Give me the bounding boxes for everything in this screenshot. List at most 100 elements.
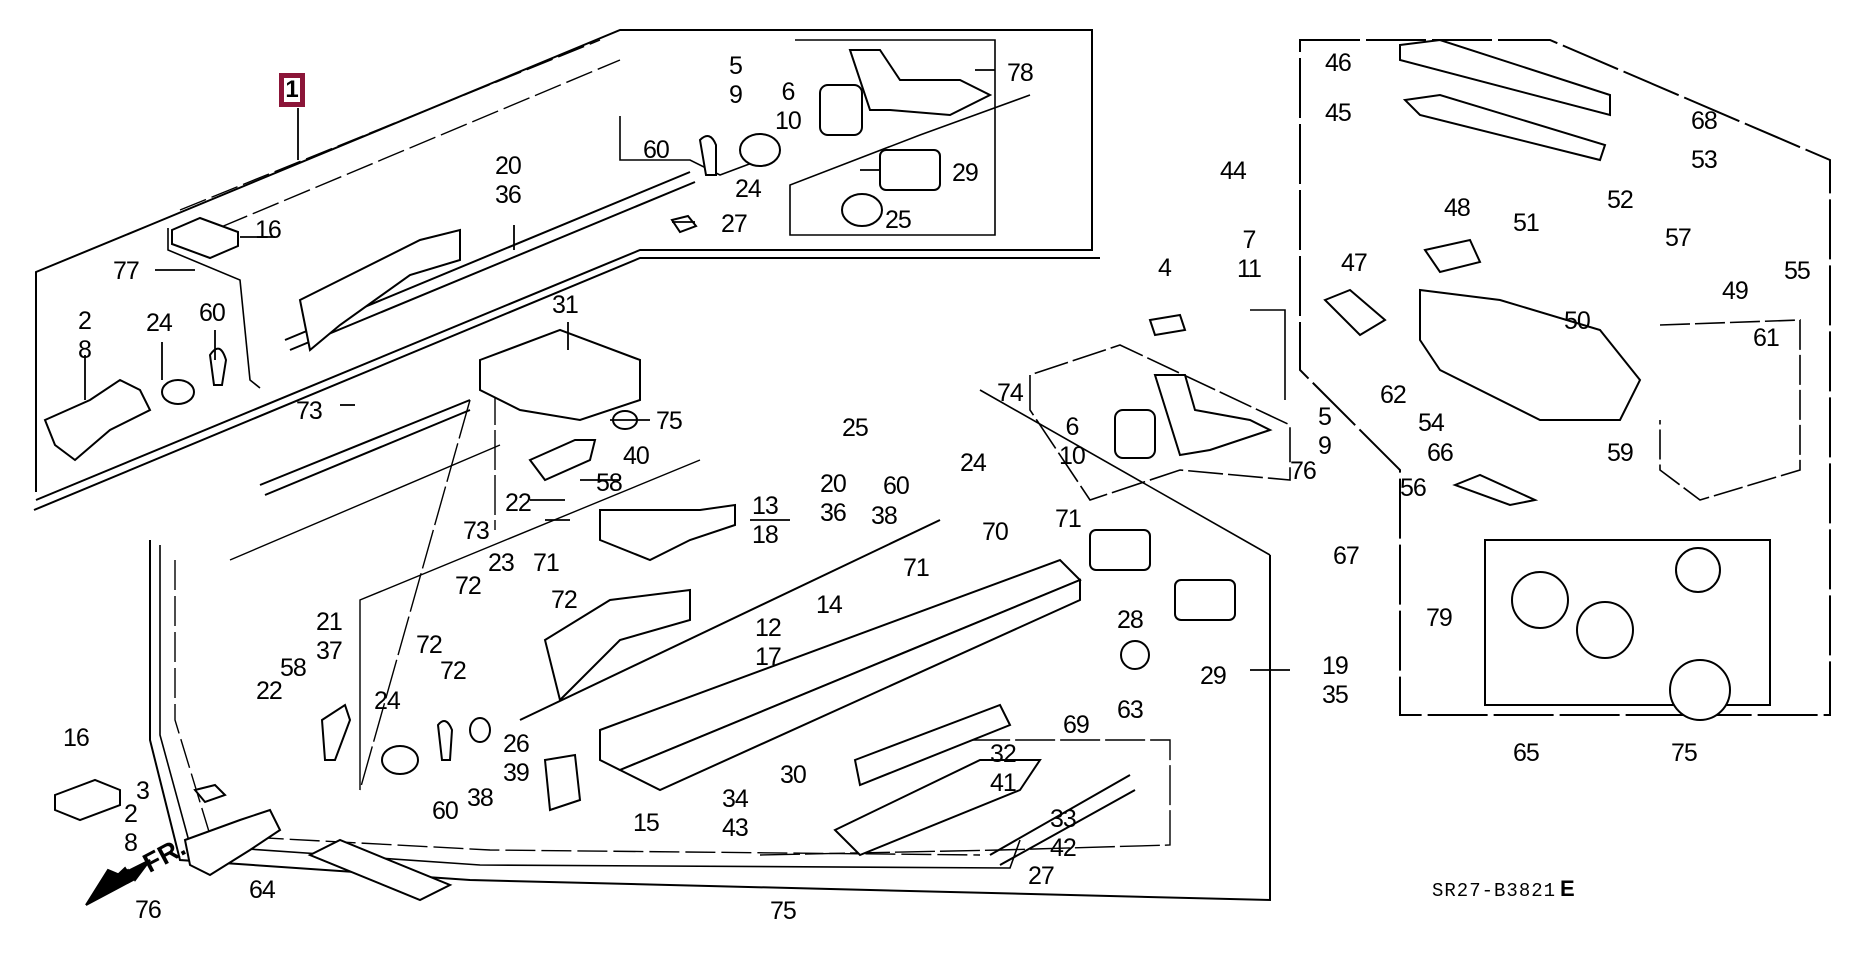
callout-9-center[interactable]: 9 xyxy=(1318,432,1332,460)
callout-27-lower[interactable]: 27 xyxy=(1028,862,1055,890)
callout-4[interactable]: 4 xyxy=(1158,254,1172,282)
callout-47[interactable]: 47 xyxy=(1341,249,1368,277)
callout-29-upper[interactable]: 29 xyxy=(952,159,979,187)
callout-25-center[interactable]: 25 xyxy=(842,414,869,442)
callout-40[interactable]: 40 xyxy=(623,442,650,470)
callout-79[interactable]: 79 xyxy=(1426,604,1453,632)
callout-12[interactable]: 12 xyxy=(755,614,782,642)
callout-11[interactable]: 11 xyxy=(1237,255,1262,283)
callout-62[interactable]: 62 xyxy=(1380,381,1407,409)
callout-70[interactable]: 70 xyxy=(982,518,1009,546)
callout-6-upper[interactable]: 6 xyxy=(781,78,795,106)
callout-55[interactable]: 55 xyxy=(1784,257,1811,285)
callout-65[interactable]: 65 xyxy=(1513,739,1540,767)
callout-35[interactable]: 35 xyxy=(1322,681,1349,709)
callout-28[interactable]: 28 xyxy=(1117,606,1144,634)
callout-24-upper[interactable]: 24 xyxy=(735,175,762,203)
callout-73-b[interactable]: 73 xyxy=(463,517,490,545)
callout-24-upper-left[interactable]: 24 xyxy=(146,309,173,337)
callout-73-a[interactable]: 73 xyxy=(296,397,323,425)
callout-9-upper[interactable]: 9 xyxy=(729,81,743,109)
callout-68[interactable]: 68 xyxy=(1691,107,1718,135)
callout-52[interactable]: 52 xyxy=(1607,186,1634,214)
callout-21[interactable]: 21 xyxy=(316,608,343,636)
callout-75-c[interactable]: 75 xyxy=(1671,739,1698,767)
callout-36-upper[interactable]: 36 xyxy=(495,181,522,209)
callout-60-center[interactable]: 60 xyxy=(883,472,910,500)
callout-32[interactable]: 32 xyxy=(990,740,1017,768)
callout-2-lower[interactable]: 2 xyxy=(124,800,138,828)
callout-5-upper[interactable]: 5 xyxy=(729,52,743,80)
callout-22-a[interactable]: 22 xyxy=(505,489,532,517)
callout-5-center[interactable]: 5 xyxy=(1318,403,1332,431)
callout-44[interactable]: 44 xyxy=(1220,157,1247,185)
callout-71-b[interactable]: 71 xyxy=(903,554,930,582)
callout-50[interactable]: 50 xyxy=(1564,307,1591,335)
callout-74[interactable]: 74 xyxy=(997,379,1024,407)
callout-29-lower[interactable]: 29 xyxy=(1200,662,1227,690)
callout-15[interactable]: 15 xyxy=(633,809,660,837)
callout-2-upper[interactable]: 2 xyxy=(78,307,92,335)
callout-76-lower[interactable]: 76 xyxy=(135,896,162,924)
callout-14[interactable]: 14 xyxy=(816,591,843,619)
callout-19[interactable]: 19 xyxy=(1322,652,1349,680)
callout-8-lower[interactable]: 8 xyxy=(124,829,138,857)
callout-54[interactable]: 54 xyxy=(1418,409,1445,437)
callout-75-a[interactable]: 75 xyxy=(656,407,683,435)
callout-71-a[interactable]: 71 xyxy=(1055,505,1082,533)
callout-77[interactable]: 77 xyxy=(113,257,140,285)
callout-60-upper[interactable]: 60 xyxy=(643,136,670,164)
callout-51[interactable]: 51 xyxy=(1513,209,1540,237)
callout-20-upper[interactable]: 20 xyxy=(495,152,522,180)
callout-8-upper[interactable]: 8 xyxy=(78,336,92,364)
callout-63[interactable]: 63 xyxy=(1117,696,1144,724)
callout-24-center[interactable]: 24 xyxy=(960,449,987,477)
callout-25-upper[interactable]: 25 xyxy=(885,206,912,234)
callout-6-center[interactable]: 6 xyxy=(1065,413,1079,441)
callout-75-b[interactable]: 75 xyxy=(770,897,797,925)
callout-56[interactable]: 56 xyxy=(1400,474,1427,502)
callout-16-lower[interactable]: 16 xyxy=(63,724,90,752)
callout-53[interactable]: 53 xyxy=(1691,146,1718,174)
callout-69[interactable]: 69 xyxy=(1063,711,1090,739)
callout-20-center[interactable]: 20 xyxy=(820,470,847,498)
callout-22-b[interactable]: 22 xyxy=(256,677,283,705)
callout-46[interactable]: 46 xyxy=(1325,49,1352,77)
callout-43[interactable]: 43 xyxy=(722,814,749,842)
callout-34[interactable]: 34 xyxy=(722,785,749,813)
callout-72-b[interactable]: 72 xyxy=(551,586,578,614)
callout-38-lower[interactable]: 38 xyxy=(467,784,494,812)
callout-33[interactable]: 33 xyxy=(1050,805,1077,833)
callout-26[interactable]: 26 xyxy=(503,730,530,758)
callout-23[interactable]: 23 xyxy=(488,549,515,577)
callout-61[interactable]: 61 xyxy=(1753,324,1780,352)
callout-30[interactable]: 30 xyxy=(780,761,807,789)
callout-57[interactable]: 57 xyxy=(1665,224,1692,252)
callout-41[interactable]: 41 xyxy=(990,769,1017,797)
callout-42[interactable]: 42 xyxy=(1050,834,1077,862)
callout-10-upper[interactable]: 10 xyxy=(775,107,802,135)
callout-7[interactable]: 7 xyxy=(1242,226,1257,254)
callout-64[interactable]: 64 xyxy=(249,876,276,904)
callout-67[interactable]: 67 xyxy=(1333,542,1360,570)
callout-16-upper[interactable]: 16 xyxy=(255,216,282,244)
callout-58-b[interactable]: 58 xyxy=(280,654,307,682)
callout-76-center[interactable]: 76 xyxy=(1290,457,1317,485)
callout-10-center[interactable]: 10 xyxy=(1059,442,1086,470)
callout-45[interactable]: 45 xyxy=(1325,99,1352,127)
callout-31[interactable]: 31 xyxy=(552,291,579,319)
